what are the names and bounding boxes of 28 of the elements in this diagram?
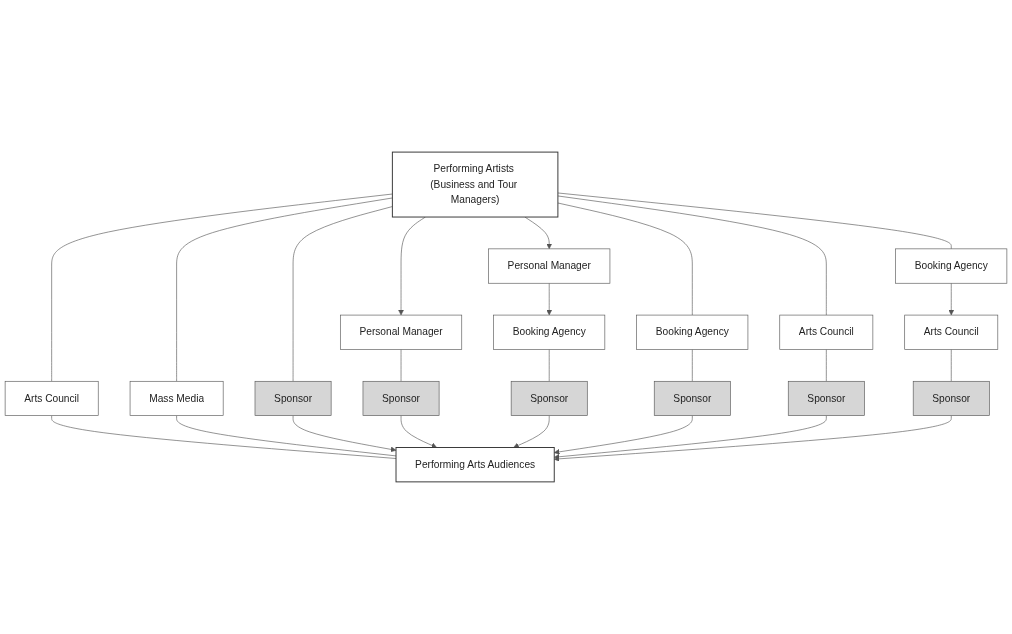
- connector: [548, 349, 550, 382]
- connector: [826, 349, 827, 382]
- node-box: Sponsor: [510, 381, 588, 416]
- node-box: Booking Agency: [895, 248, 1008, 284]
- node-box: Sponsor: [254, 381, 332, 416]
- connector: [292, 206, 393, 382]
- node-box: Sponsor: [362, 381, 440, 416]
- node-box: Booking Agency: [636, 314, 749, 350]
- connector: [557, 202, 693, 316]
- connector: [176, 197, 393, 382]
- node-box: Mass Media: [129, 381, 224, 416]
- node-box: Sponsor: [787, 381, 865, 416]
- node-box: Personal Manager: [488, 248, 611, 284]
- node-box: Sponsor: [653, 381, 731, 416]
- connector: [557, 195, 827, 316]
- node-box: Booking Agency: [493, 314, 606, 350]
- node-box: Performing Artists (Business and Tour Managers): [391, 151, 559, 218]
- connector: [400, 349, 402, 382]
- node-box: Personal Manager: [340, 314, 463, 350]
- node-box: Arts Council: [779, 314, 874, 350]
- node-box: Arts Council: [904, 314, 999, 350]
- node-box: Sponsor: [912, 381, 990, 416]
- connector: [950, 349, 952, 382]
- node-box: Performing Arts Audiences: [395, 447, 555, 483]
- connector: [557, 192, 952, 250]
- node-box: Arts Council: [4, 381, 99, 416]
- connector: [691, 349, 693, 382]
- connector: [51, 193, 393, 382]
